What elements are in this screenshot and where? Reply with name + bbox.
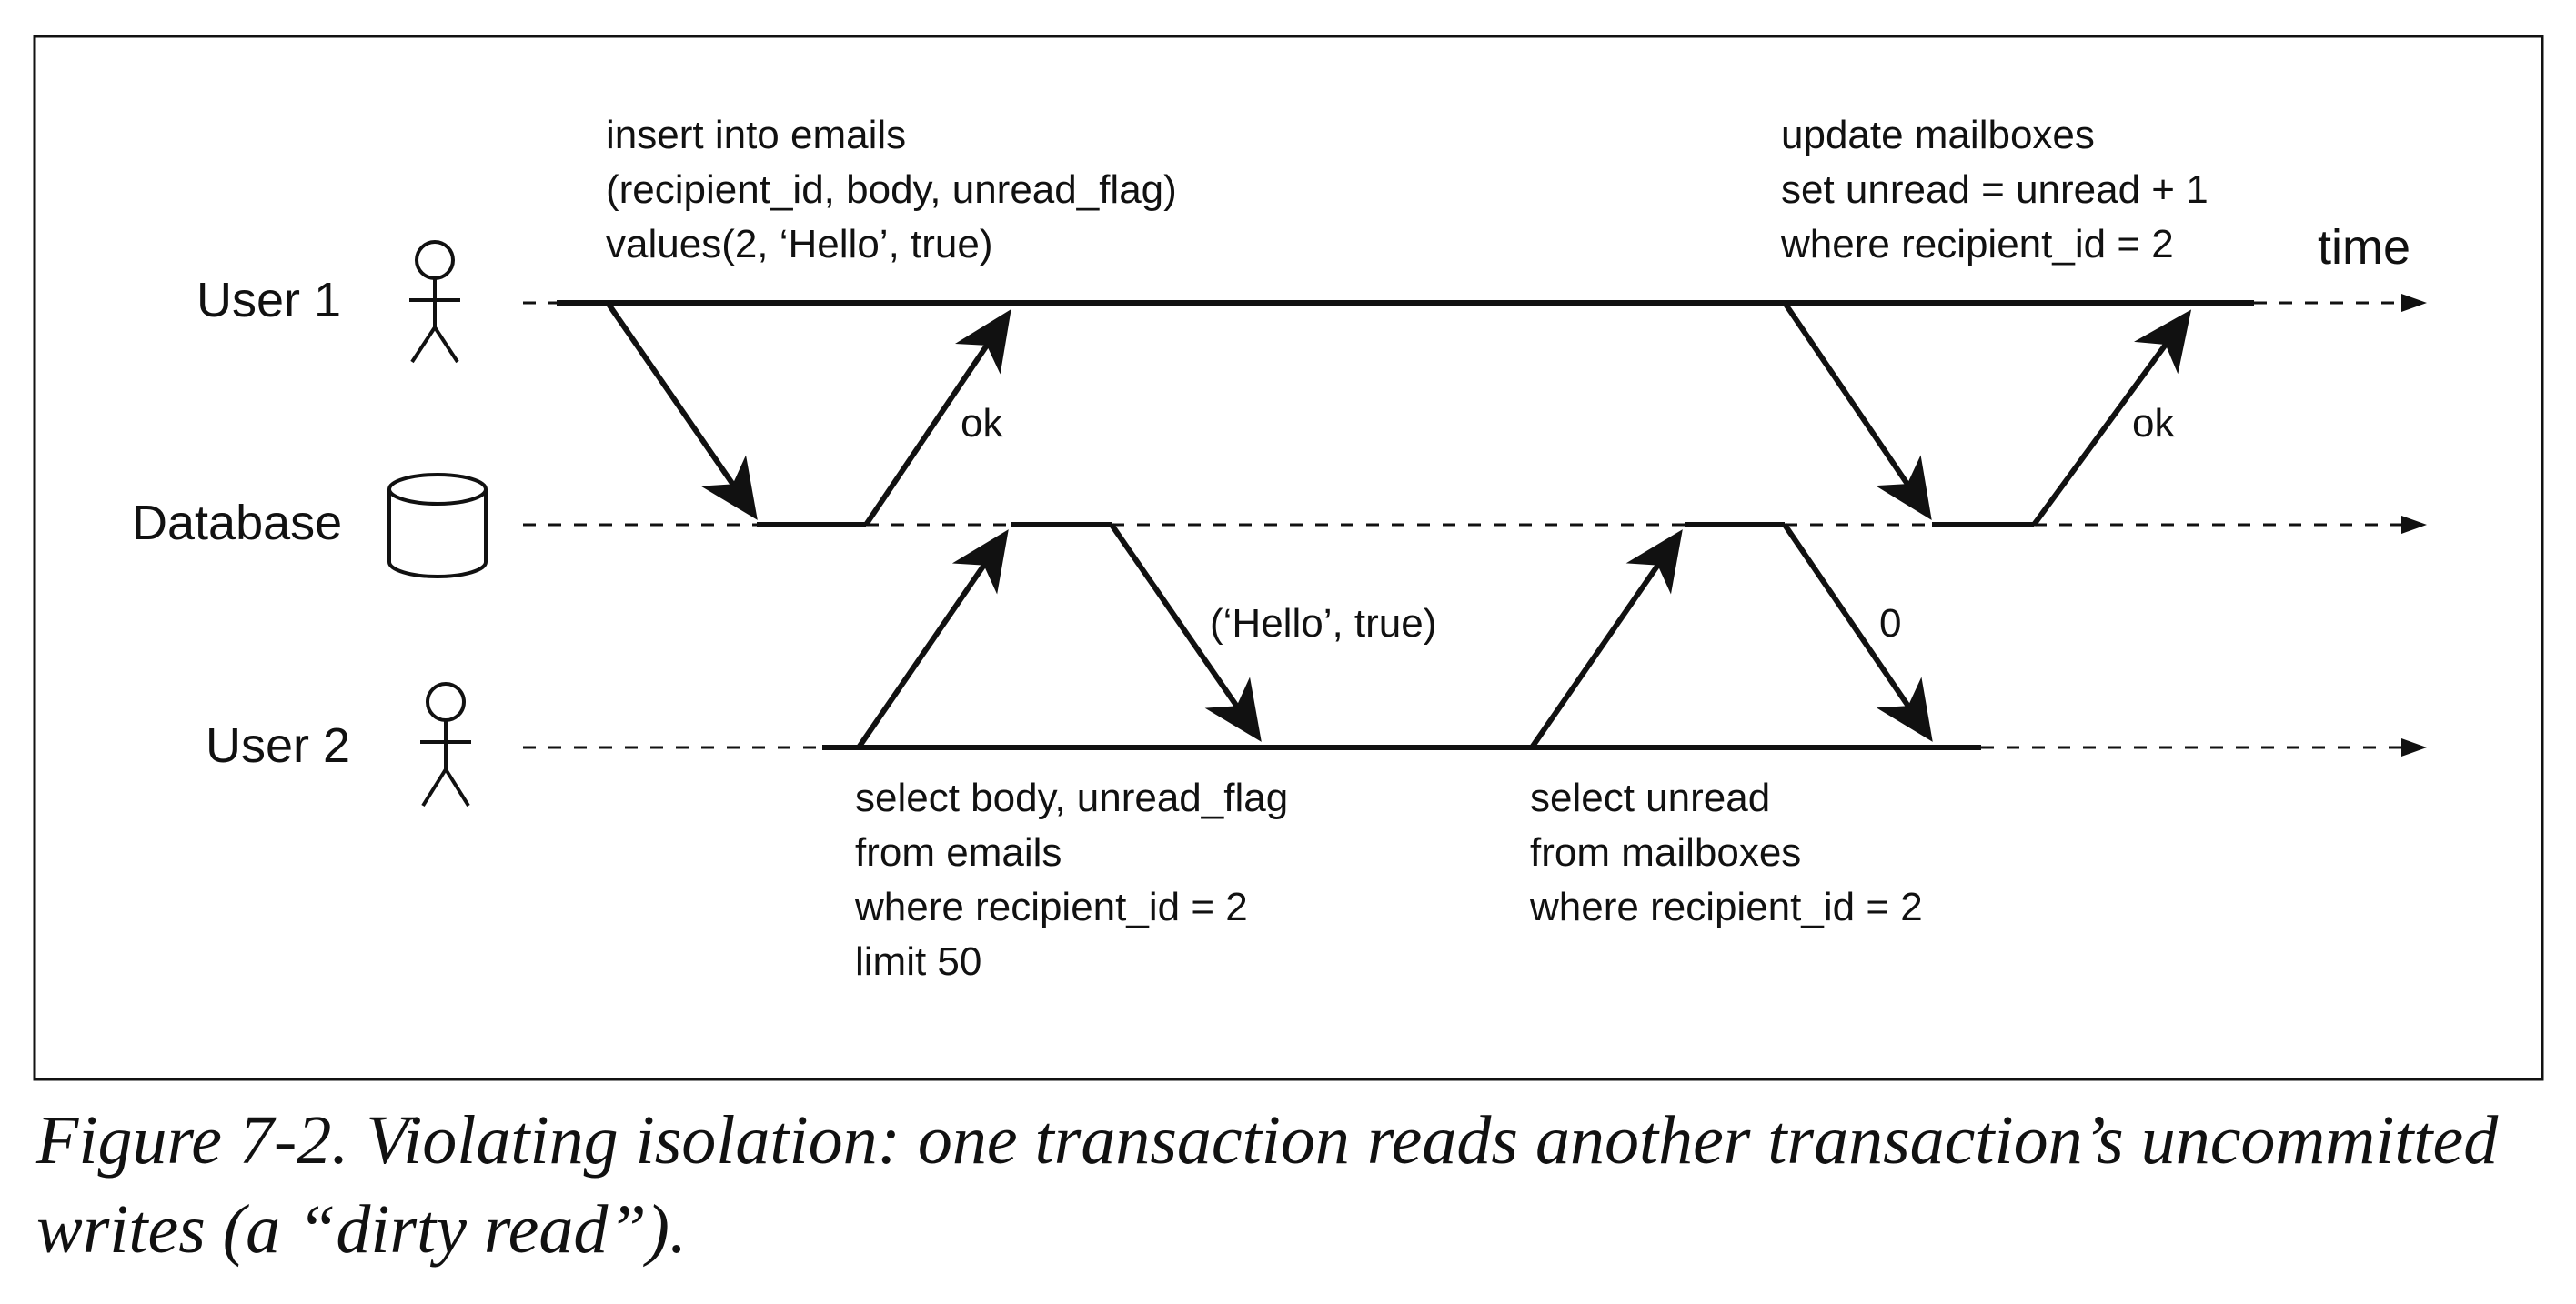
actor-user2: User 2 (206, 718, 350, 773)
figure-caption: Figure 7-2. Violating isolation: one tra… (36, 1102, 2499, 1268)
select-body-query: select body, unread_flag from emails whe… (854, 776, 1299, 984)
user2-timeline (523, 738, 2427, 757)
select-unread-query: select unread from mailboxes where recip… (1529, 776, 1923, 929)
select-body-request-arrow (856, 529, 1009, 749)
diagram-frame (33, 35, 2544, 1081)
insert-request-arrow (605, 301, 758, 520)
zero-result-arrow (1782, 523, 1933, 742)
user1-stick-figure-icon (409, 240, 460, 364)
update-ok-arrow (2031, 309, 2192, 527)
select-unread-request-arrow (1529, 529, 1683, 749)
actor-user1: User 1 (196, 273, 341, 327)
hello-result-arrow (1109, 523, 1262, 742)
zero-result-label: 0 (1879, 601, 1901, 646)
database-timeline (523, 516, 2427, 534)
actor-database: Database (132, 496, 342, 550)
time-label: time (2318, 220, 2410, 275)
update-query: update mailboxes set unread = unread + 1… (1780, 113, 2219, 266)
database-cylinder-icon (387, 473, 488, 578)
update-request-arrow (1782, 301, 1932, 520)
update-ok-label: ok (2132, 401, 2175, 446)
user1-timeline (523, 294, 2427, 312)
user2-stick-figure-icon (420, 682, 471, 807)
insert-query: insert into emails (recipient_id, body, … (606, 113, 1188, 266)
insert-ok-label: ok (961, 401, 1003, 446)
insert-ok-arrow (863, 309, 1011, 527)
hello-result-label: (‘Hello’, true) (1210, 601, 1436, 646)
